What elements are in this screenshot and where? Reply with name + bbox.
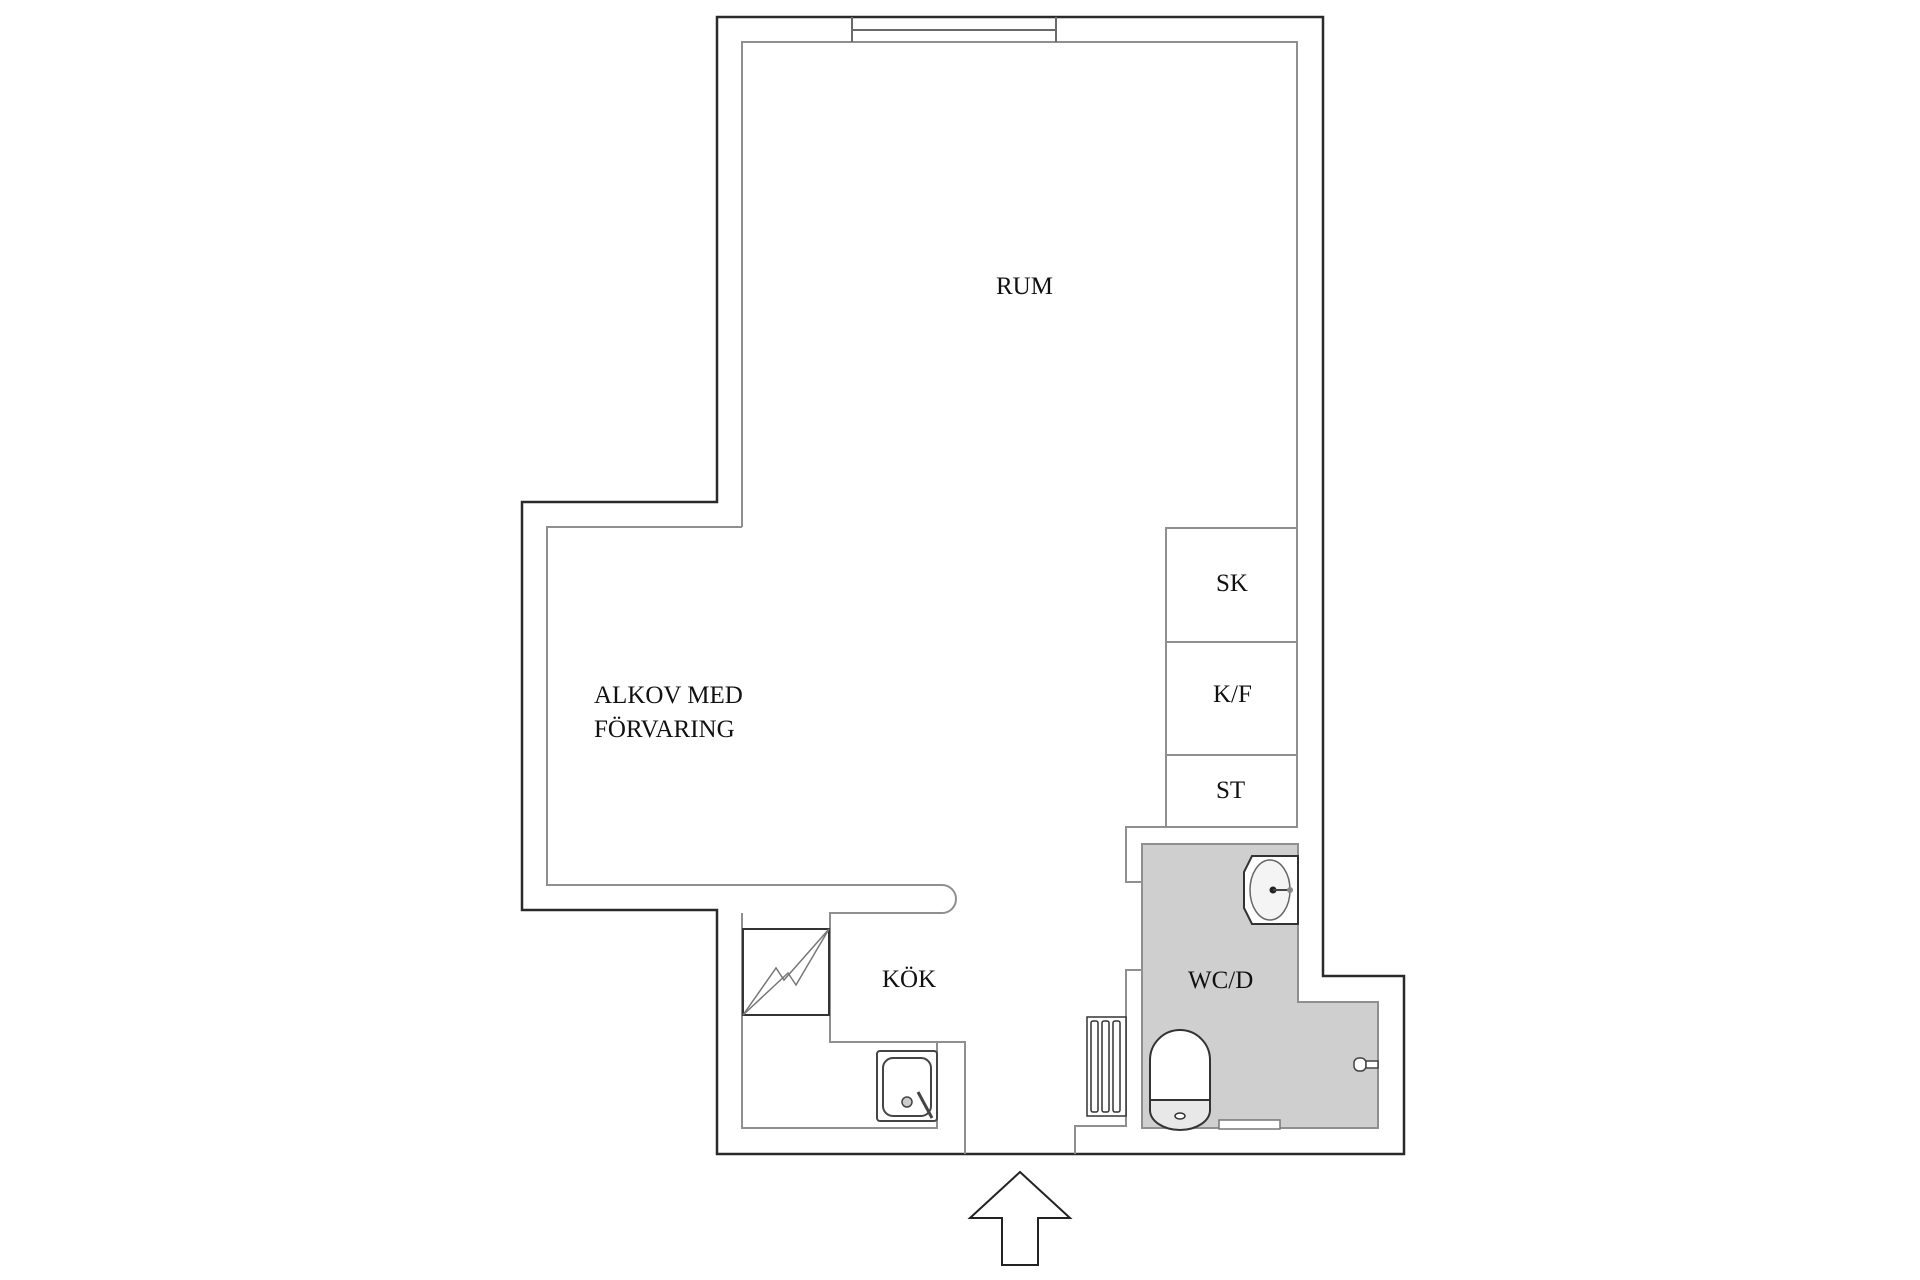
room-label-alkov-line1: ALKOV MED bbox=[594, 682, 743, 709]
storage-cabinets bbox=[1165, 527, 1298, 828]
shower-icon bbox=[1353, 1057, 1379, 1072]
outer-wall bbox=[520, 15, 1406, 1156]
inner-wall bbox=[546, 526, 966, 1154]
kitchen-sink-icon bbox=[876, 1050, 938, 1122]
room-label-kok: KÖK bbox=[882, 966, 937, 993]
room-label-alkov-line2: FÖRVARING bbox=[594, 716, 735, 743]
storage-label-st: ST bbox=[1216, 777, 1246, 804]
storage-label-kf: K/F bbox=[1213, 681, 1252, 708]
room-label-wcd: WC/D bbox=[1188, 967, 1254, 994]
room-label-rum: RUM bbox=[996, 273, 1053, 300]
storage-label-sk: SK bbox=[1216, 570, 1248, 597]
bathroom-sink-icon bbox=[1243, 855, 1299, 925]
bath-wall-lower bbox=[1074, 969, 1142, 1154]
electric-panel-icon bbox=[742, 928, 830, 1016]
entrance-arrow-icon bbox=[967, 1170, 1073, 1266]
toilet-icon bbox=[1149, 1029, 1211, 1131]
radiator-icon bbox=[1086, 1016, 1127, 1117]
floor-drain bbox=[1218, 1119, 1281, 1130]
window bbox=[851, 17, 1057, 42]
